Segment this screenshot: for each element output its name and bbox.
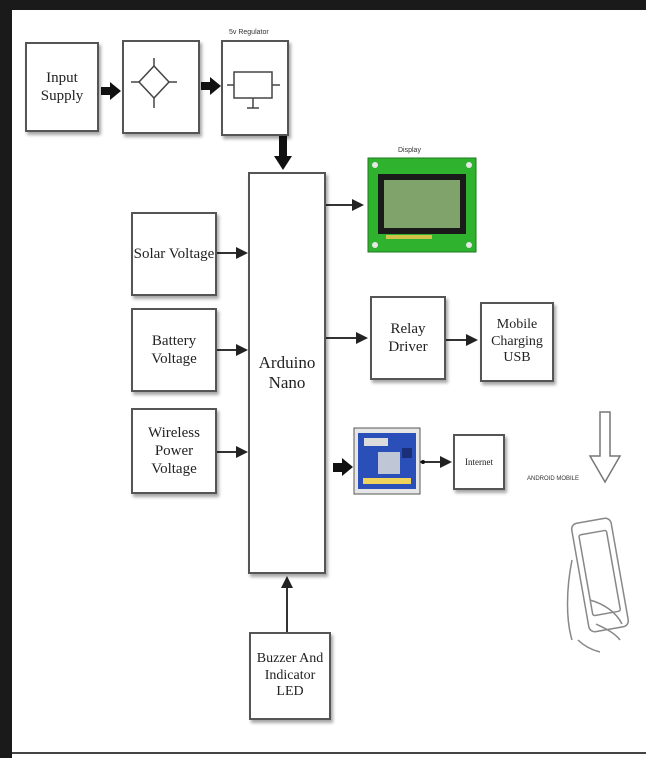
lcd-caption: Display — [398, 147, 421, 154]
rectifier-to-regulator-arrow — [201, 77, 221, 95]
input-supply-label: Input Supply — [40, 70, 84, 104]
buzzer-indicator-label: Buzzer And Indicator LED — [256, 650, 324, 700]
wireless-power-voltage-block: Wireless Power Voltage — [131, 408, 217, 494]
arduino-nano-label: Arduino Nano — [258, 352, 316, 392]
regulator-symbol — [227, 71, 280, 109]
bridge-rectifier-symbol — [131, 58, 177, 108]
hand-phone-icon — [566, 517, 630, 653]
solar-voltage-block: Solar Voltage — [131, 212, 217, 296]
input-supply-block: Input Supply — [25, 42, 99, 132]
android-mobile-label: ANDROID MOBILE — [527, 476, 580, 482]
internet-label: Internet — [465, 456, 493, 467]
relay-driver-block: Relay Driver — [370, 296, 446, 380]
lcd-display-module — [367, 157, 477, 253]
relay-driver-label: Relay Driver — [388, 321, 428, 355]
frame-bottom-border — [12, 752, 646, 754]
down-arrow-icon — [588, 411, 622, 484]
battery-voltage-block: Battery Voltage — [131, 308, 217, 392]
buzzer-indicator-block: Buzzer And Indicator LED — [249, 632, 331, 720]
regulator-caption: 5v Regulator — [229, 29, 269, 36]
frame-left-border — [0, 0, 12, 758]
regulator-to-arduino-arrow — [274, 136, 292, 170]
mobile-charging-usb-block: Mobile Charging USB — [480, 302, 554, 382]
input-to-rectifier-arrow — [101, 82, 121, 100]
battery-voltage-label: Battery Voltage — [151, 333, 197, 367]
solar-voltage-label: Solar Voltage — [133, 246, 215, 262]
wireless-power-voltage-label: Wireless Power Voltage — [148, 425, 200, 477]
internet-block: Internet — [453, 434, 505, 490]
arduino-nano-block: Arduino Nano — [248, 172, 326, 574]
wifi-module — [353, 427, 421, 495]
arduino-to-wifi-arrow — [333, 458, 353, 476]
regulator-block — [221, 40, 289, 136]
bridge-rectifier-block — [122, 40, 200, 134]
mobile-charging-usb-label: Mobile Charging USB — [491, 316, 543, 366]
frame-top-border — [0, 0, 646, 10]
